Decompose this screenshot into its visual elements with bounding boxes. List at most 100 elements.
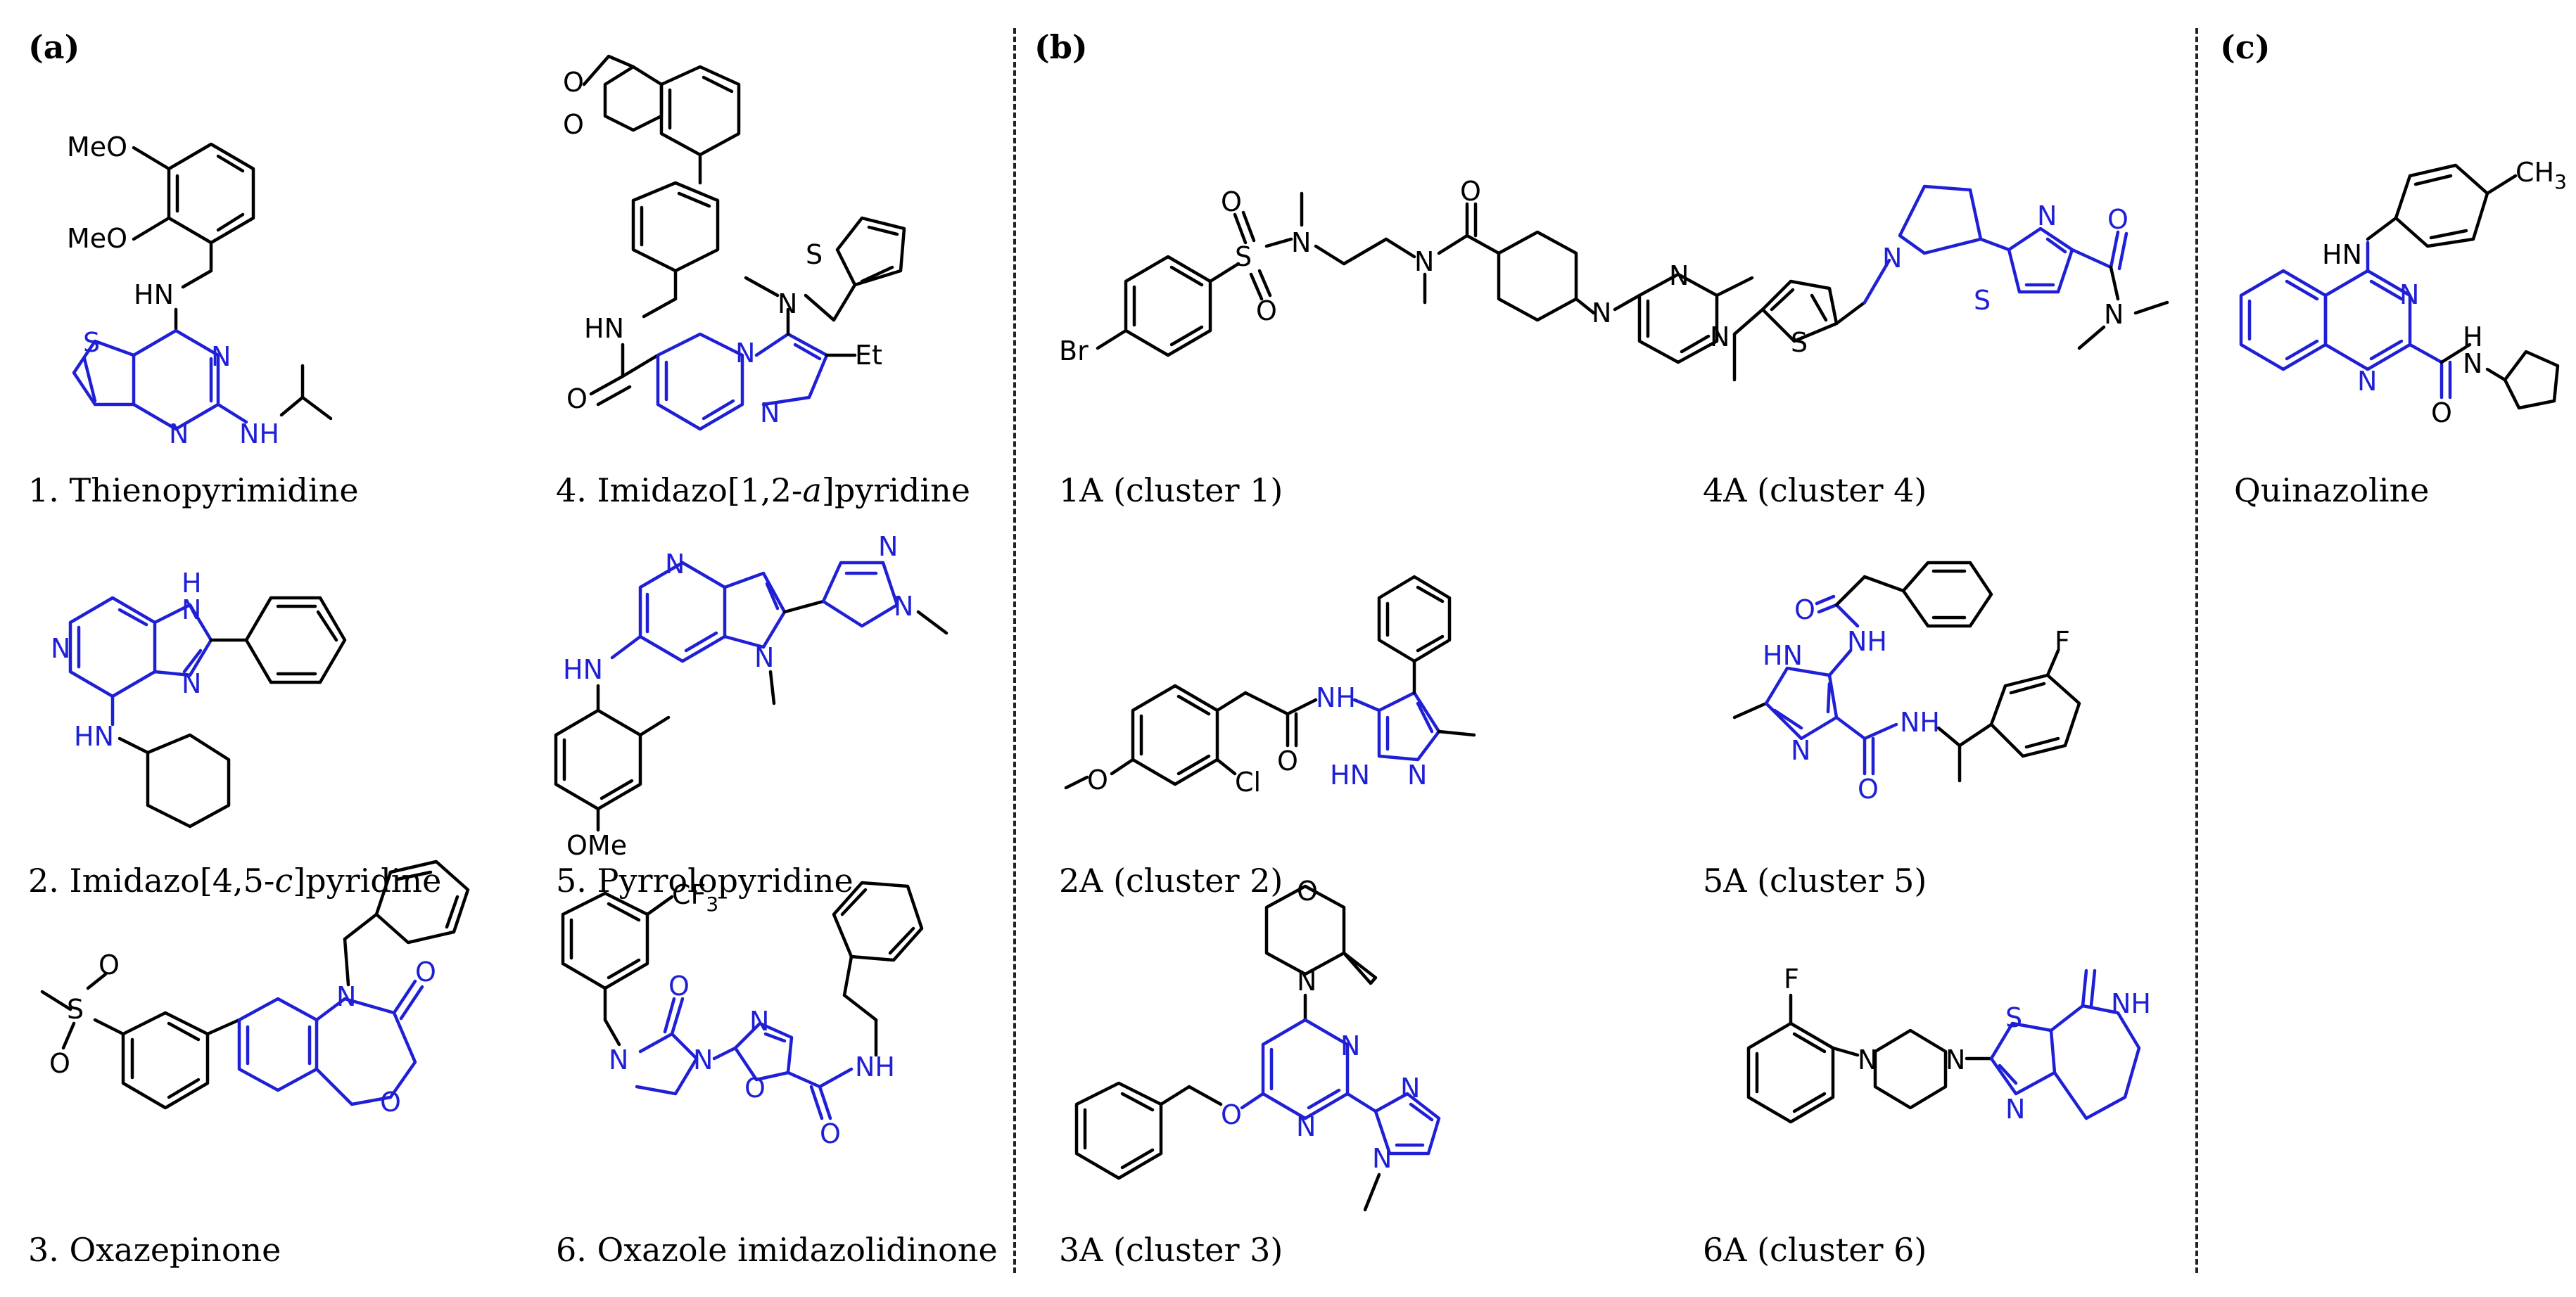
atom-hn-q: HN	[2322, 239, 2362, 270]
atom-n-5a1: N	[1791, 735, 1810, 766]
atom-n-3a1: N	[1297, 966, 1316, 997]
atom-n-6a3: N	[2005, 1094, 2025, 1125]
atom-n-4a2: N	[2037, 200, 2057, 231]
structure-oxazole-imidazolidinone: CF3 N O N N O O NH	[561, 879, 924, 1149]
divider-b-c	[2195, 28, 2198, 1273]
atom-o-2a1: O	[1087, 765, 1108, 796]
atom-o-4a: O	[563, 67, 584, 98]
atom-nh-1: NH	[239, 419, 279, 449]
atom-n-1a3: N	[1592, 298, 1611, 328]
atom-nh-6a: NH	[2111, 988, 2151, 1019]
atom-o-4b: O	[563, 109, 584, 140]
caption-cluster-3: 3A (cluster 3)	[1059, 1231, 1283, 1269]
atom-n-q2: N	[2357, 366, 2377, 397]
atom-o-4c: O	[566, 383, 588, 414]
atom-o-3c: O	[415, 957, 436, 988]
structure-cluster-4: S N N S O N	[1732, 184, 2169, 382]
atom-n-1a: N	[211, 341, 231, 372]
atom-o-3a: O	[1297, 876, 1318, 907]
atom-ch3-q: CH3	[2515, 157, 2567, 193]
atom-s-4a2: S	[1974, 285, 1991, 316]
atom-n-5d: N	[894, 591, 913, 622]
atom-nh-6: NH	[855, 1052, 895, 1082]
atom-n-1b: N	[169, 419, 189, 449]
panel-label-a: (a)	[28, 28, 80, 66]
atom-o-1a2: O	[1256, 295, 1277, 326]
caption-cluster-1: 1A (cluster 1)	[1059, 471, 1283, 509]
atom-n-6a: N	[609, 1044, 628, 1075]
atom-hn-4: HN	[584, 313, 624, 344]
atom-o-3a: O	[99, 950, 120, 980]
atom-o-6c: O	[820, 1118, 841, 1149]
atom-n-3a3: N	[1296, 1111, 1316, 1142]
atom-cf3-6: CF3	[672, 879, 718, 916]
structure-imidazo-1-2-a-pyridine: O O HN O N N Et	[563, 54, 906, 431]
caption-cluster-2: 2A (cluster 2)	[1059, 862, 1283, 900]
atom-n-q3: N	[2463, 348, 2482, 379]
atom-s-6a: S	[2005, 1002, 2022, 1033]
atom-o-4a: O	[2107, 204, 2128, 235]
atom-s-1: S	[83, 327, 100, 358]
structure-thienopyrimidine: MeO MeO HN S N N NH	[67, 132, 333, 449]
atom-o-6b: O	[744, 1073, 766, 1104]
atom-n-4b: N	[760, 397, 780, 428]
atom-n-2c: N	[182, 668, 201, 699]
divider-a-b	[1013, 28, 1016, 1273]
caption-oxazepinone: 3. Oxazepinone	[28, 1231, 281, 1269]
atom-n-6a2: N	[1946, 1044, 1965, 1075]
structure-pyrrolopyridine: N N N N HN OMe	[554, 531, 948, 861]
atom-et-4: Et	[855, 340, 882, 371]
structure-cluster-6: F N N S N NH	[1746, 964, 2151, 1125]
atom-hn-2a: HN	[1330, 760, 1370, 791]
atom-cl-2a: Cl	[1235, 767, 1261, 798]
atom-o-1a3: O	[1460, 176, 1481, 207]
atom-nh-5a2: NH	[1900, 707, 1940, 738]
atom-meo-1: MeO	[67, 132, 127, 162]
structure-cluster-2: O Cl O NH HN N	[1064, 575, 1476, 798]
atom-o-1a1: O	[1221, 186, 1242, 217]
structure-cluster-1: Br S O O N N O	[1059, 176, 1754, 366]
atom-n-1a4: N	[1669, 260, 1689, 291]
atom-o-3a2: O	[1221, 1099, 1242, 1130]
caption-cluster-6: 6A (cluster 6)	[1703, 1231, 1927, 1269]
atom-o-6a: O	[668, 971, 690, 1002]
atom-o-3b: O	[49, 1048, 70, 1079]
atom-o-5a1: O	[1794, 594, 1815, 625]
caption-imidazo-4-5-c-pyridine: 2. Imidazo[4,5-c]pyridine	[28, 862, 442, 900]
atom-n-4a: N	[735, 338, 755, 369]
caption-cluster-5: 5A (cluster 5)	[1703, 862, 1927, 900]
atom-s-4a: S	[1791, 327, 1808, 358]
atom-hn-2: HN	[74, 721, 114, 752]
panel-label-c: (c)	[2220, 28, 2271, 66]
atom-hn-5: HN	[563, 654, 603, 685]
atom-f-6a: F	[1784, 964, 1799, 995]
caption-quinazoline: Quinazoline	[2234, 471, 2430, 509]
atom-n-5a: N	[665, 549, 685, 580]
structure-quinazoline: N N HN CH3 O H N	[2239, 157, 2567, 428]
atom-n-6b: N	[693, 1044, 713, 1075]
caption-cluster-4: 4A (cluster 4)	[1703, 471, 1927, 509]
atom-n-1a2: N	[1414, 246, 1434, 277]
atom-hn-5a: HN	[1763, 640, 1803, 671]
atom-nh-5a1: NH	[1847, 626, 1887, 657]
structure-cluster-5: HN N NH O O NH F	[1732, 561, 2081, 805]
atom-n-4c: N	[778, 288, 797, 319]
atom-n-3a2: N	[1340, 1030, 1360, 1061]
atom-o-q: O	[2431, 397, 2452, 428]
atom-n-4a3: N	[2104, 299, 2124, 330]
structure-cluster-3: O N N N O N N	[1074, 876, 1441, 1212]
caption-oxazole-imidazolidinone: 6. Oxazole imidazolidinone	[556, 1231, 998, 1269]
atom-n-2a: N	[1407, 760, 1427, 791]
atom-n-3a4: N	[1400, 1073, 1420, 1104]
caption-thienopyrimidine: 1. Thienopyrimidine	[28, 471, 359, 509]
atom-n-5c: N	[878, 531, 898, 562]
atom-h-2: H	[182, 568, 202, 599]
panel-label-b: (b)	[1034, 28, 1088, 66]
atom-s-4: S	[806, 239, 823, 270]
atom-o-5a2: O	[1858, 774, 1879, 805]
atom-n-1a1: N	[1291, 227, 1311, 258]
atom-n-1a5: N	[1710, 321, 1730, 352]
caption-imidazo-1-2-a-pyridine: 4. Imidazo[1,2-a]pyridine	[556, 471, 970, 509]
